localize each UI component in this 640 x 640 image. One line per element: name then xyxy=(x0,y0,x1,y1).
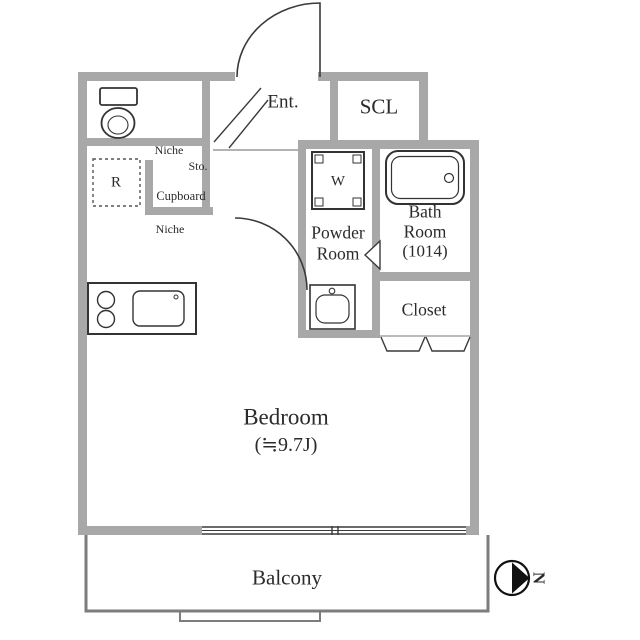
wall-hall-left xyxy=(202,81,210,215)
toilet-bowl-inner xyxy=(107,115,129,135)
kitchen-sink xyxy=(132,290,185,327)
sink-faucet xyxy=(328,287,336,295)
room-label-bath-line1: Bath xyxy=(408,201,442,222)
washer-corner-br xyxy=(352,197,362,207)
stove-burner-top xyxy=(96,290,116,310)
walls xyxy=(78,72,479,535)
toilet-tank xyxy=(99,87,138,106)
entrance-door-arc xyxy=(236,2,321,78)
wall-powder-bottom xyxy=(298,330,380,338)
sink-bowl xyxy=(315,294,350,324)
room-label-entrance: Ent. xyxy=(267,91,299,113)
room-label-bath-line3: (1014) xyxy=(402,241,448,261)
bathtub-drain xyxy=(443,172,455,184)
toilet-door-leaf xyxy=(213,87,262,143)
label-refrigerator: R xyxy=(110,174,122,191)
room-label-cupboard: Cupboard xyxy=(156,188,206,203)
closet-bifold-right xyxy=(425,336,471,352)
wall-powder-bath-divider xyxy=(372,149,380,338)
compass-north-label: N xyxy=(529,571,549,585)
wall-toilet-bottom xyxy=(87,138,208,146)
washer-corner-bl xyxy=(314,197,324,207)
window-south xyxy=(202,526,466,535)
bathtub-icon xyxy=(385,150,465,205)
stove-burner-bottom xyxy=(96,309,116,329)
wall-ent-scl-divider xyxy=(330,81,338,140)
balcony-hatch xyxy=(179,610,321,622)
closet-bifold-left xyxy=(380,336,426,352)
wall-bath-bottom xyxy=(380,272,479,281)
doors xyxy=(213,2,471,352)
label-washer: W xyxy=(330,173,346,190)
wall-cupboard-left xyxy=(145,160,153,215)
wall-bottom-solid-right xyxy=(466,526,479,535)
room-label-niche-bottom: Niche xyxy=(155,222,185,236)
wall-right-outer xyxy=(470,140,479,535)
wall-cupboard-bottom xyxy=(145,207,213,215)
wall-left-outer xyxy=(78,72,87,535)
washer-corner-tr xyxy=(352,154,362,164)
room-label-powder-line2: Room xyxy=(316,243,360,264)
compass-needle xyxy=(512,562,530,594)
wall-top-left xyxy=(78,72,235,81)
room-label-powder-line1: Powder xyxy=(311,222,365,243)
bathtub-inner xyxy=(390,155,460,200)
room-label-bath-line2: Room xyxy=(403,221,447,242)
room-label-scl: SCL xyxy=(359,94,399,119)
balcony-outline xyxy=(84,535,490,622)
washer-icon xyxy=(311,151,365,210)
room-label-bedroom-line2: (≒9.7J) xyxy=(254,434,318,456)
room-label-bedroom-line1: Bedroom xyxy=(243,404,329,430)
wall-top-right xyxy=(318,72,428,81)
hall-door-arc xyxy=(234,217,308,291)
toilet-icon xyxy=(99,87,138,139)
room-label-balcony: Balcony xyxy=(252,565,322,590)
washer-corner-tl xyxy=(314,154,324,164)
bath-door-mark xyxy=(363,239,381,271)
room-label-niche-top: Niche xyxy=(154,143,184,157)
washer-box xyxy=(311,151,365,210)
kitchen-counter xyxy=(87,282,197,335)
wall-powder-left xyxy=(298,146,306,338)
toilet-door-swing xyxy=(228,99,269,149)
north-arrow-icon xyxy=(493,559,531,597)
wall-mid-horizontal xyxy=(298,140,479,149)
room-label-storage: Sto. xyxy=(188,159,208,173)
kitchen-faucet xyxy=(173,294,179,300)
wall-scl-right xyxy=(419,72,428,149)
room-label-closet: Closet xyxy=(401,299,447,320)
refrigerator-space-box xyxy=(92,158,141,207)
powder-sink-icon xyxy=(309,284,356,330)
wall-bottom-solid-left xyxy=(78,526,202,535)
